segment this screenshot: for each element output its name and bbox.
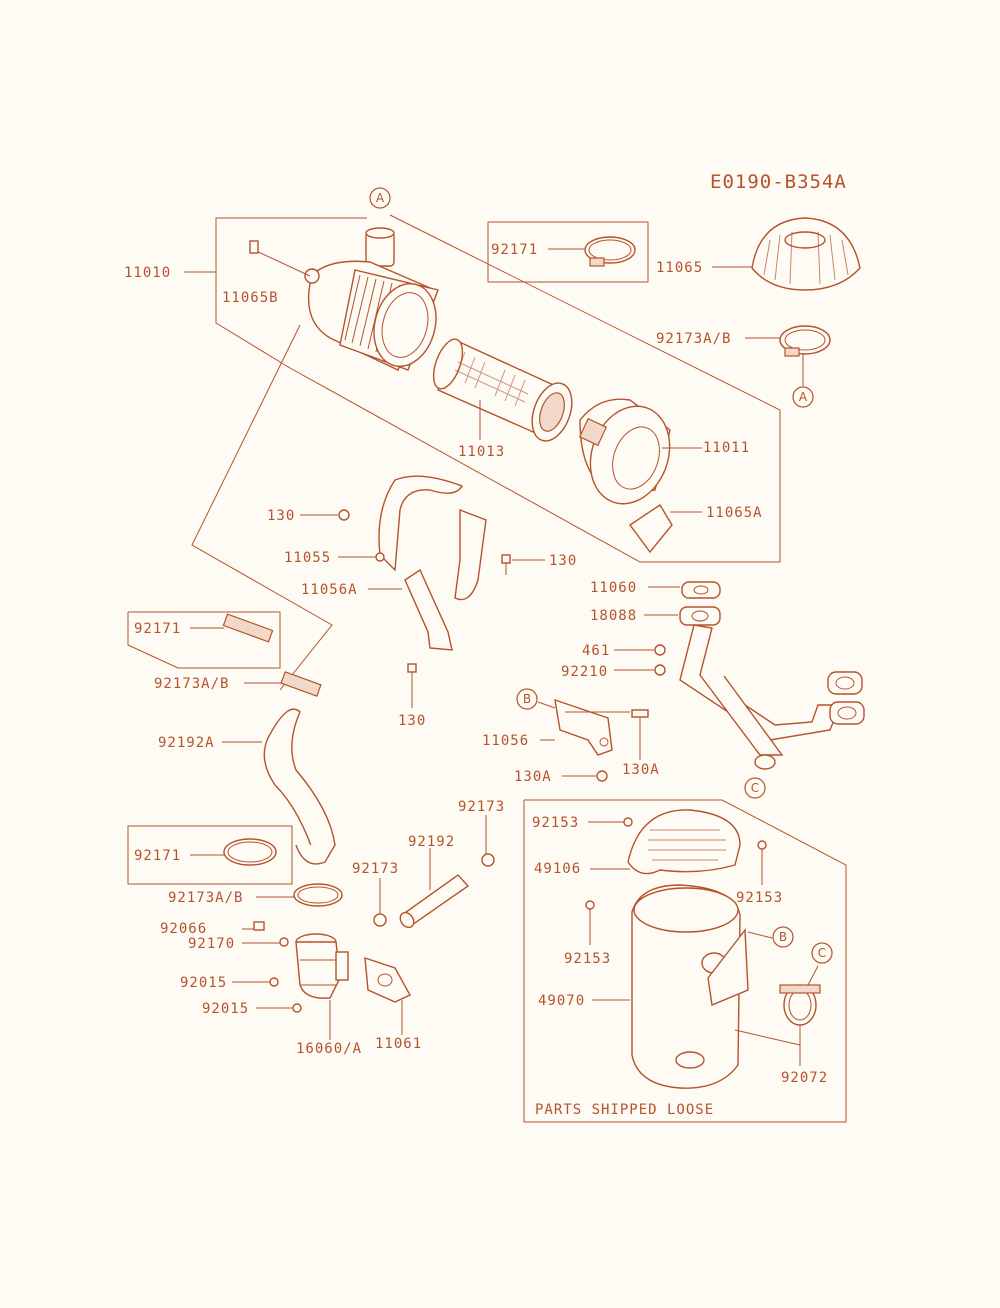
gasket-11061 <box>364 956 411 1035</box>
ref-circle-c-right: C <box>811 942 833 964</box>
label-92015-a: 92015 <box>180 975 227 991</box>
label-92170: 92170 <box>188 936 235 952</box>
label-130-a: 130 <box>267 508 295 524</box>
label-92171-top: 92171 <box>491 242 538 258</box>
label-92173-top: 92173 <box>458 799 505 815</box>
label-461: 461 <box>582 643 610 659</box>
intake-elbow <box>232 921 349 1040</box>
label-92210: 92210 <box>561 664 608 680</box>
air-cleaner-cover <box>578 398 702 505</box>
precleaner-cap <box>712 217 861 291</box>
label-92173-mid: 92173 <box>352 861 399 877</box>
hose-92192a <box>222 708 336 865</box>
ref-circle-c-left: C <box>744 777 766 799</box>
label-92192a: 92192A <box>158 735 215 751</box>
label-92072: 92072 <box>781 1070 828 1086</box>
air-cleaner-body <box>249 227 439 371</box>
ref-circle-b-right: B <box>772 926 794 948</box>
label-92153-b: 92153 <box>736 890 783 906</box>
label-11065b: 11065B <box>222 290 279 306</box>
label-16060a: 16060/A <box>296 1041 362 1057</box>
svg-text:A: A <box>376 191 385 205</box>
parts-shipped-loose-note: PARTS SHIPPED LOOSE <box>535 1102 714 1118</box>
exhaust-pipe <box>614 581 865 770</box>
svg-text:A: A <box>799 390 808 404</box>
bracket-11056 <box>537 698 649 782</box>
label-92173ab-left: 92173A/B <box>154 676 229 692</box>
svg-text:B: B <box>779 930 787 944</box>
label-11013: 11013 <box>458 444 505 460</box>
filter-element <box>432 338 573 442</box>
label-130a-left: 130A <box>514 769 552 785</box>
label-11055: 11055 <box>284 550 331 566</box>
label-92015-b: 92015 <box>202 1001 249 1017</box>
clamp-box-top <box>487 221 649 283</box>
part-labels: 11010 11065B 92171 11065 92173A/B 11013 … <box>124 242 828 1086</box>
ref-circle-a-top: A <box>369 187 391 209</box>
clamp-box-lower <box>127 825 293 885</box>
ref-circle-a-right: A <box>792 386 814 408</box>
label-11010: 11010 <box>124 265 171 281</box>
label-130a-right: 130A <box>622 762 660 778</box>
hose-92192 <box>373 815 495 929</box>
bracket-11056a <box>368 568 453 708</box>
label-130-c: 130 <box>398 713 426 729</box>
svg-text:C: C <box>818 946 826 960</box>
label-92173ab-top: 92173A/B <box>656 331 731 347</box>
air-cleaner-bracket-lines <box>184 214 781 691</box>
label-130-b: 130 <box>549 553 577 569</box>
label-92153-a: 92153 <box>532 815 579 831</box>
muffler-guard <box>585 809 767 945</box>
label-92192: 92192 <box>408 834 455 850</box>
label-92173ab-lower: 92173A/B <box>168 890 243 906</box>
clamp-left <box>244 671 322 697</box>
label-11056a: 11056A <box>301 582 358 598</box>
label-11060: 11060 <box>590 580 637 596</box>
ref-circle-b-left: B <box>516 688 538 710</box>
clamp-box-left <box>127 611 281 669</box>
label-49106: 49106 <box>534 861 581 877</box>
muffler-clamp <box>734 965 821 1066</box>
label-11065: 11065 <box>656 260 703 276</box>
svg-text:B: B <box>523 692 531 706</box>
label-11061: 11061 <box>375 1036 422 1052</box>
muffler <box>592 884 773 1089</box>
vacuator-valve <box>628 504 702 554</box>
heat-shield <box>300 475 545 601</box>
label-11065a: 11065A <box>706 505 763 521</box>
label-92171-left: 92171 <box>134 621 181 637</box>
clamp-top <box>745 325 831 386</box>
label-92153-c: 92153 <box>564 951 611 967</box>
diagram-id: E0190-B354A <box>710 171 847 193</box>
svg-text:C: C <box>751 781 759 795</box>
label-18088: 18088 <box>590 608 637 624</box>
label-92066: 92066 <box>160 921 207 937</box>
muffler-box <box>523 799 847 1123</box>
clamp-lower <box>256 883 343 907</box>
label-92171-lower: 92171 <box>134 848 181 864</box>
label-49070: 49070 <box>538 993 585 1009</box>
label-11011: 11011 <box>703 440 750 456</box>
label-11056: 11056 <box>482 733 529 749</box>
